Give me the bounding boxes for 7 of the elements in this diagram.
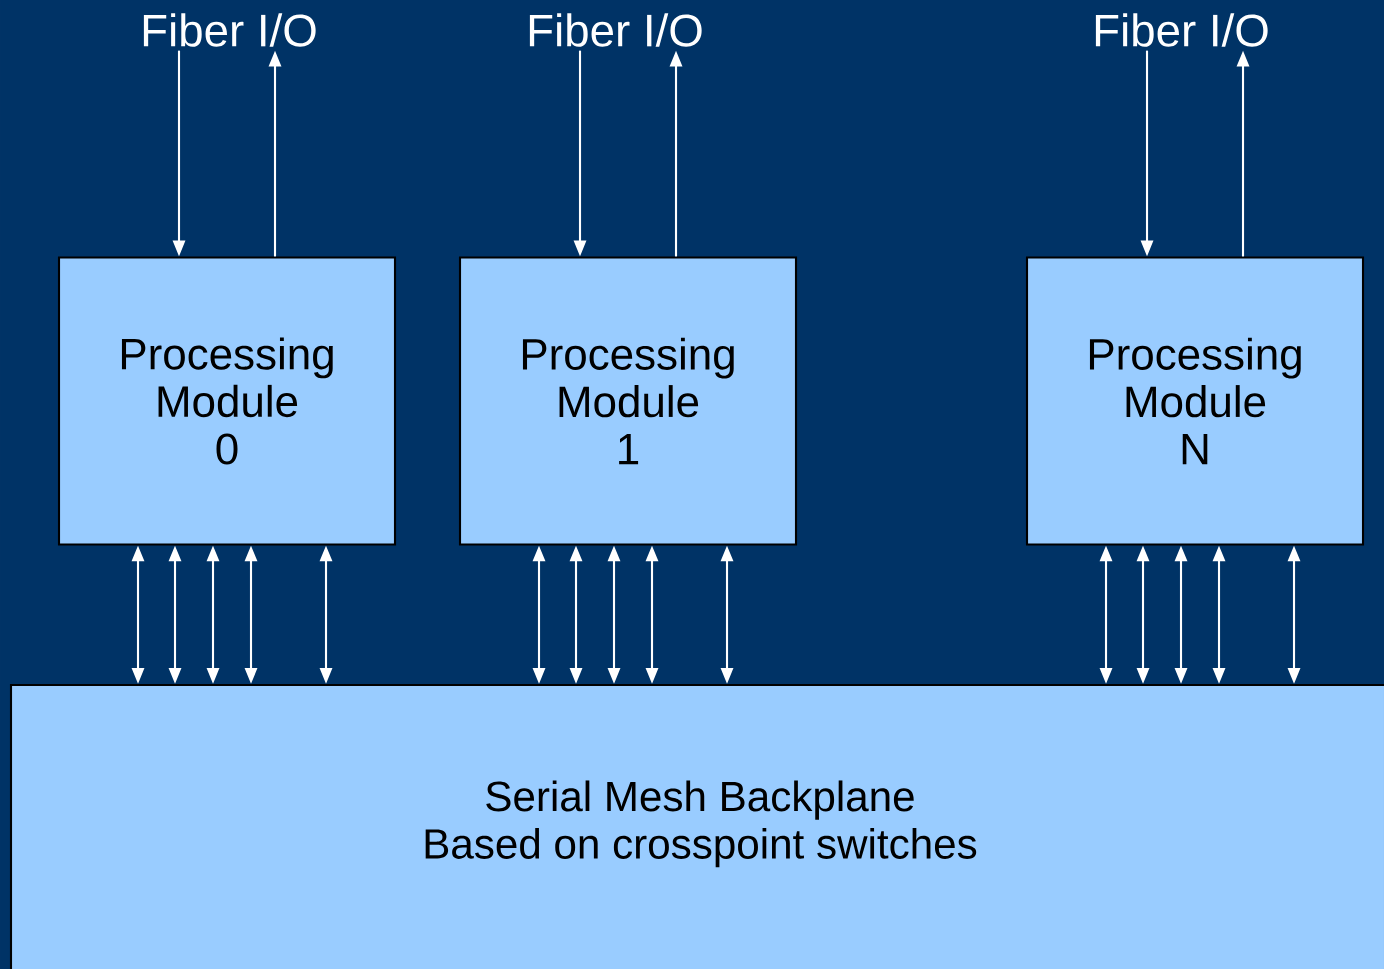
io-label: Fiber I/O <box>1095 13 1268 47</box>
module-box: Processing Module 1 <box>458 256 798 546</box>
io-label: Fiber I/O <box>529 13 702 47</box>
io-label: Fiber I/O <box>143 13 316 47</box>
module-box: Processing Module N <box>1025 256 1365 546</box>
module-box: Processing Module 0 <box>57 256 397 546</box>
backplane-box: Serial Mesh Backplane Based on crosspoint switches <box>9 683 1384 969</box>
